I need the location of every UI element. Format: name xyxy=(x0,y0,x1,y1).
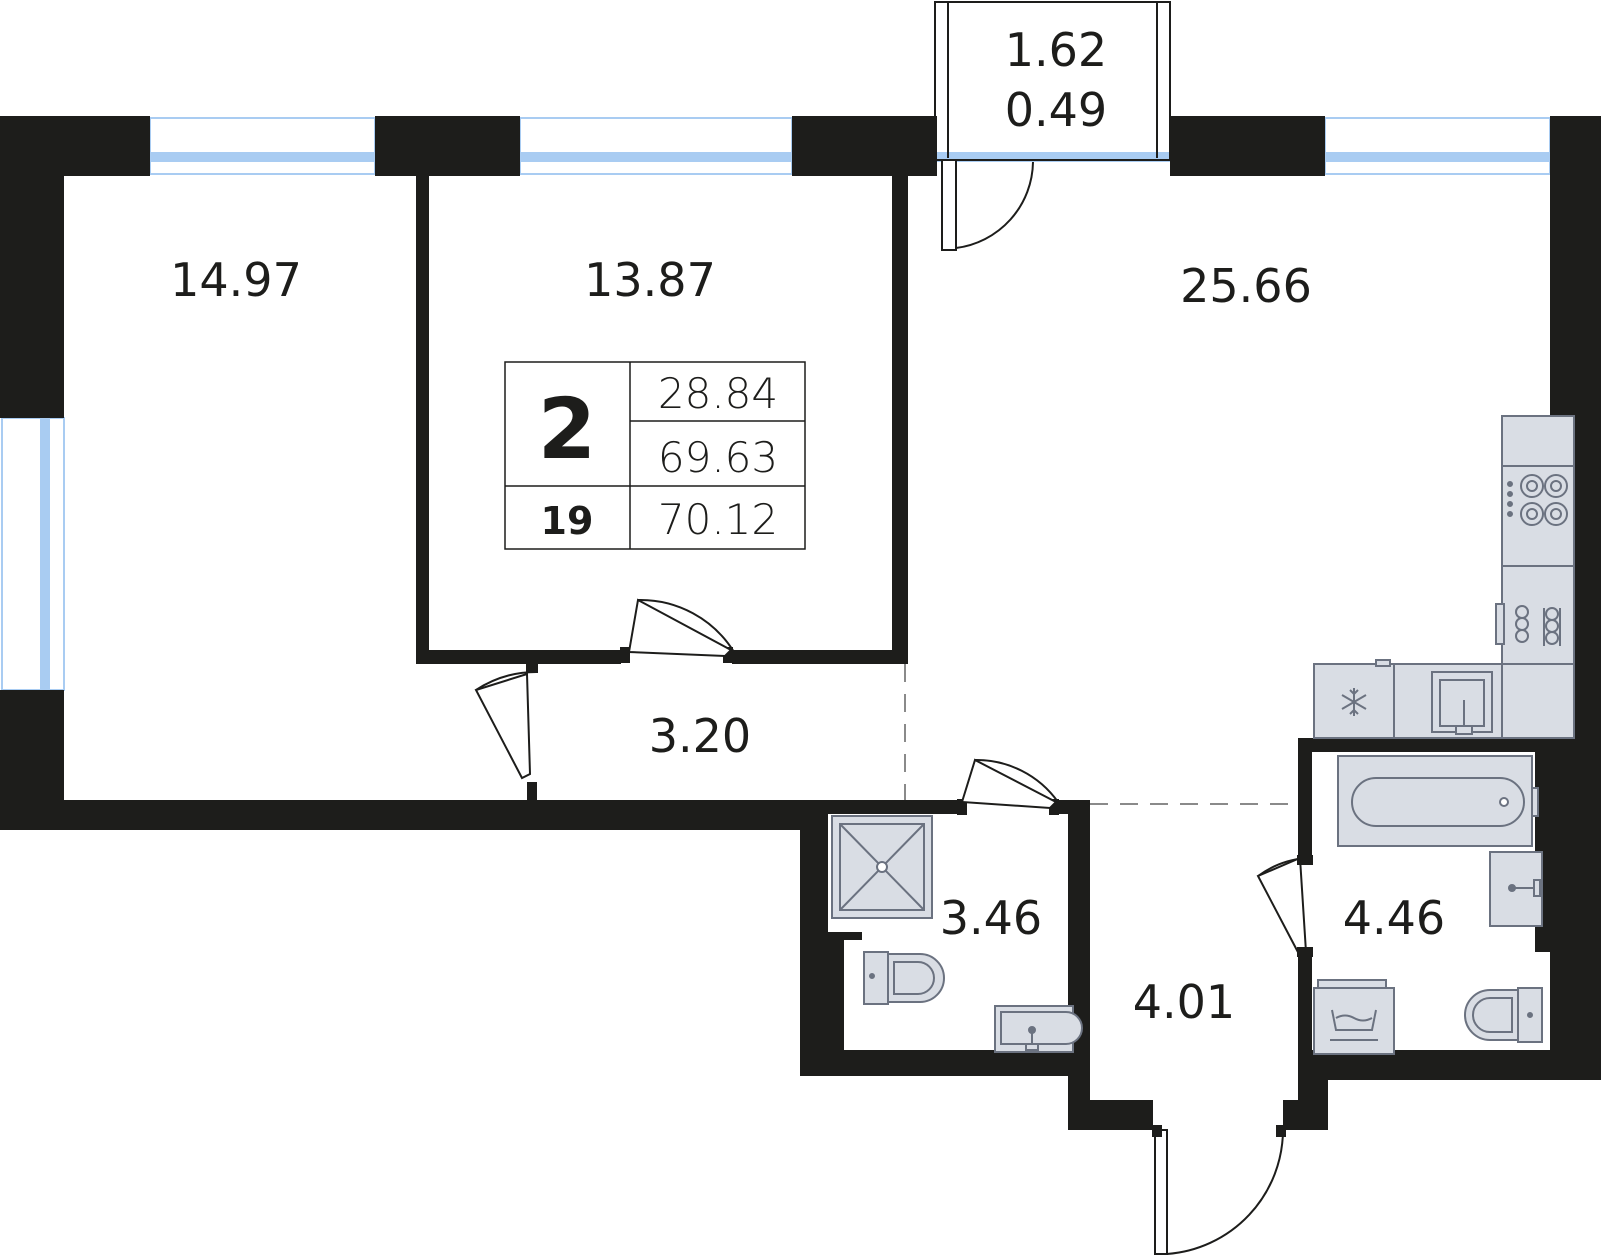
bathroom-washbasin-icon xyxy=(1489,851,1543,927)
bathroom-fixtures xyxy=(1313,755,1543,1055)
window-top-middle xyxy=(519,117,793,175)
washbasin-icon xyxy=(994,1005,1083,1053)
window-balcony xyxy=(935,152,1170,162)
window-top-left xyxy=(149,117,376,175)
room-area-bathroom: 4.46 xyxy=(1343,891,1445,945)
washing-machine-icon xyxy=(1313,979,1395,1055)
snowflake-icon xyxy=(1341,688,1367,716)
info-rooms-count: 2 xyxy=(538,380,596,478)
window-top-right xyxy=(1324,117,1551,175)
info-total-with-balcony: 70.12 xyxy=(658,495,778,544)
info-box xyxy=(504,361,806,550)
window-left xyxy=(1,417,65,691)
room-area-hallway: 4.01 xyxy=(1133,975,1235,1029)
room-area-bedroom-left: 14.97 xyxy=(170,253,302,307)
toilet-icon xyxy=(863,951,945,1005)
doors xyxy=(474,598,1313,1255)
room-area-living-kitchen: 25.66 xyxy=(1180,259,1312,313)
room-area-shower-room: 3.46 xyxy=(940,891,1042,945)
room-area-bedroom-middle: 13.87 xyxy=(584,253,716,307)
bathroom-toilet-icon xyxy=(1464,987,1543,1043)
room-area-corridor: 3.20 xyxy=(649,709,751,763)
shower-tray-icon xyxy=(831,815,933,919)
balcony-total-area: 1.62 xyxy=(1005,23,1107,77)
balcony xyxy=(934,1,1171,251)
stove-burner-icon xyxy=(1507,474,1568,526)
info-floor: 19 xyxy=(541,499,594,543)
kitchen-counter-vertical xyxy=(1501,415,1575,665)
shower-room-fixtures xyxy=(831,815,1083,1053)
dishwasher-icon xyxy=(1495,603,1561,646)
bathtub-icon xyxy=(1337,755,1539,847)
balcony-reduced-area: 0.49 xyxy=(1005,83,1107,137)
info-living-area: 28.84 xyxy=(658,369,778,418)
kitchen-sink-icon xyxy=(1431,671,1493,735)
zone-dividers xyxy=(904,664,1298,805)
kitchen-fixtures xyxy=(1313,415,1575,739)
info-total-area: 69.63 xyxy=(658,433,778,482)
